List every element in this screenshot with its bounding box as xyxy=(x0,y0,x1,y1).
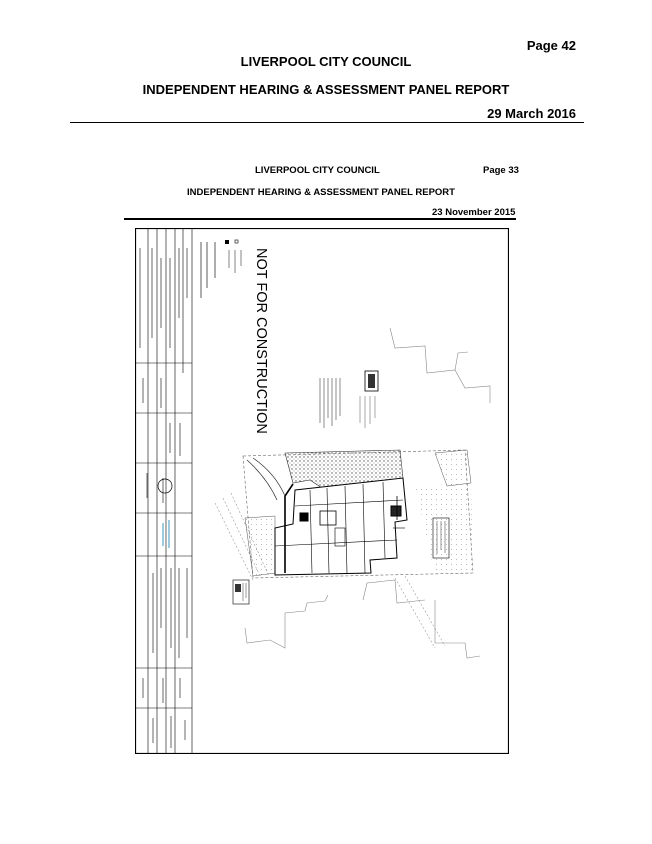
embedded-report-date: 23 November 2015 xyxy=(432,207,516,218)
scale-notes xyxy=(359,396,376,428)
page-number: Page 42 xyxy=(526,38,576,53)
embedded-panel-heading: INDEPENDENT HEARING & ASSESSMENT PANEL R… xyxy=(187,187,455,198)
legend-box-right xyxy=(232,579,250,605)
site-notes-box xyxy=(432,517,450,559)
embedded-council-heading: LIVERPOOL CITY COUNCIL xyxy=(255,165,380,176)
not-for-construction-stamp: NOT FOR CONSTRUCTION xyxy=(253,248,269,434)
embedded-page-number: Page 33 xyxy=(483,165,519,176)
north-arrow-logo xyxy=(157,478,173,494)
title-block xyxy=(136,229,193,753)
site-plan-drawing: NOT FOR CONSTRUCTION xyxy=(135,228,509,754)
header-rule xyxy=(70,122,584,123)
embedded-header-rule xyxy=(124,218,516,220)
council-heading: LIVERPOOL CITY COUNCIL xyxy=(240,54,412,69)
scale-box xyxy=(364,370,379,392)
notes-block xyxy=(319,378,341,428)
report-date: 29 March 2016 xyxy=(487,106,576,121)
title-block-text xyxy=(139,248,188,748)
easement-lines xyxy=(214,492,446,649)
neighbour-boundary-top xyxy=(389,327,491,403)
neighbour-boundary-bottom xyxy=(244,594,329,649)
driveway xyxy=(252,457,286,497)
legend xyxy=(200,239,242,298)
panel-heading: INDEPENDENT HEARING & ASSESSMENT PANEL R… xyxy=(142,82,510,97)
coloured-logo-lines xyxy=(162,520,170,548)
building-footprint xyxy=(274,477,408,576)
